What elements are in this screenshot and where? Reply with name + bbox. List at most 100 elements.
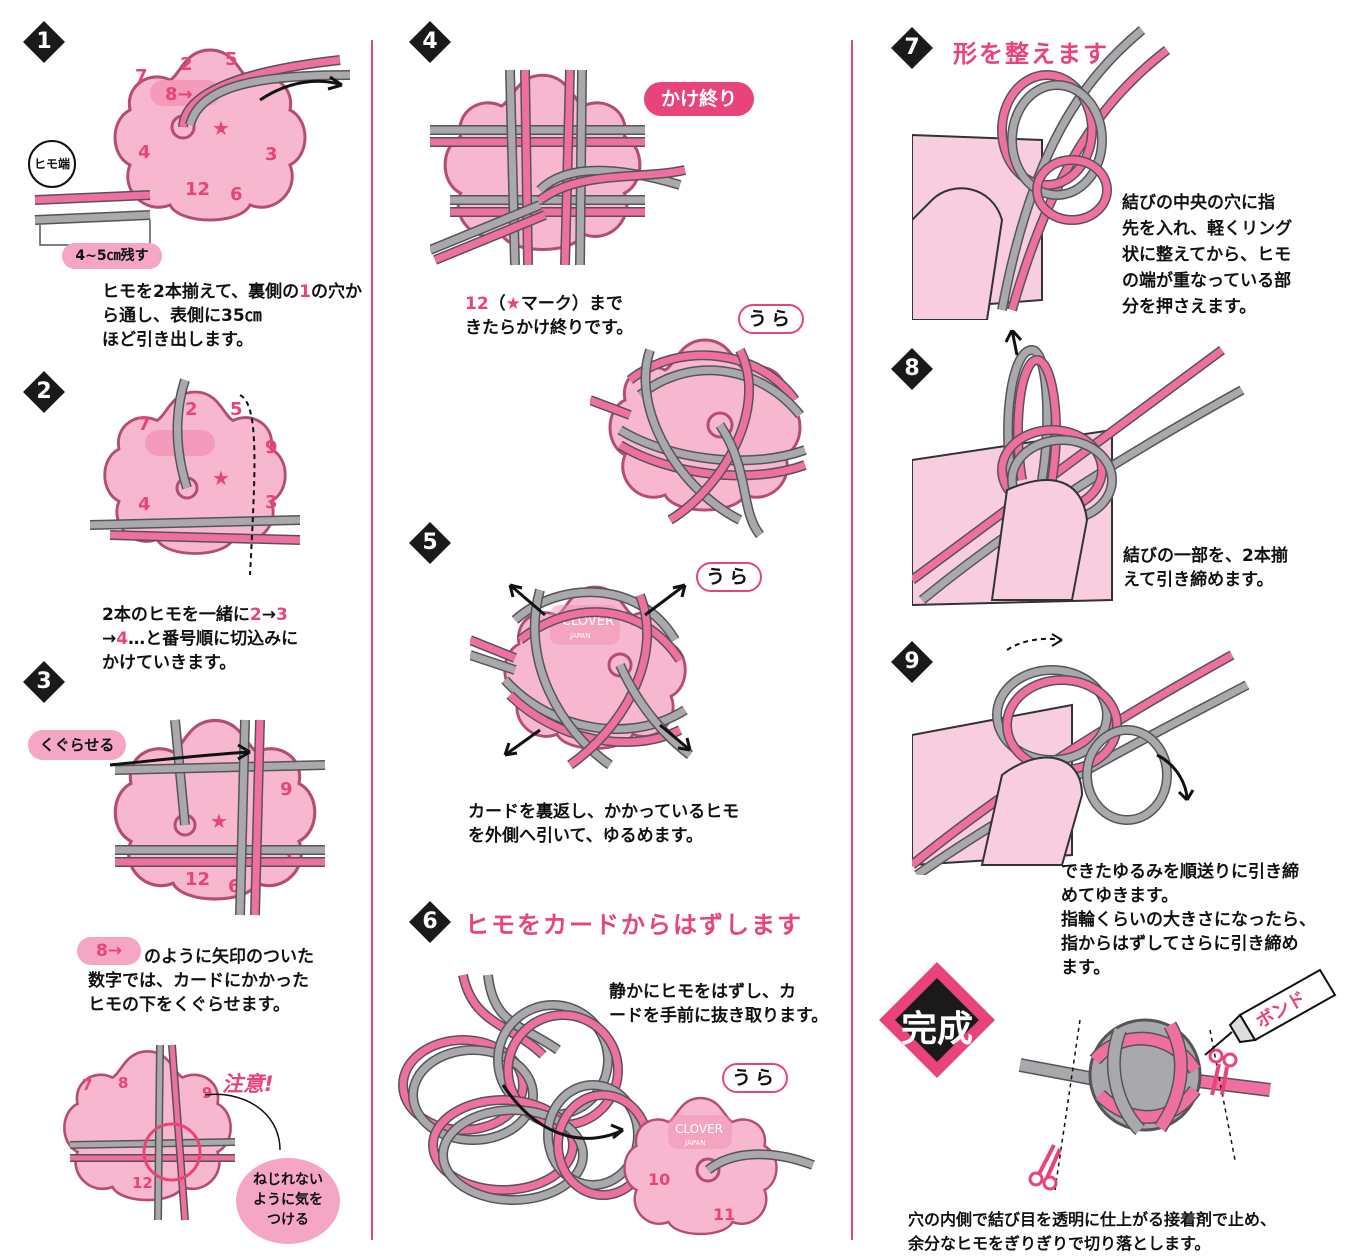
svg-text:8→: 8→: [165, 84, 193, 105]
step-7-illustration: [912, 26, 1171, 320]
step-8-badge: 8: [890, 347, 934, 391]
step-8-text: 結びの一部を、2本揃 えて引き締めます。: [1123, 546, 1288, 590]
step-4-text: 12（★マーク）まで きたらかけ終りです。: [465, 292, 685, 340]
step-2-illustration: 7 2 5 9 3 4 ★: [90, 378, 300, 576]
svg-text:5: 5: [230, 399, 243, 420]
step-7-text: 結びの中央の穴に指 先を入れ、軽くリング 状に整えてから、ヒモ の端が重なってい…: [1122, 193, 1293, 317]
svg-text:7: 7: [135, 66, 148, 87]
back-side-label-2: うら: [696, 562, 763, 592]
svg-text:7: 7: [82, 1076, 92, 1094]
svg-text:9: 9: [202, 1084, 212, 1102]
japan-text-1: JAPAN: [569, 632, 591, 640]
svg-text:9: 9: [280, 779, 293, 800]
back-side-label-3: うら: [722, 1063, 789, 1093]
svg-text:5: 5: [225, 49, 238, 70]
step-2-text: 2本のヒモを一緒に2→3→4…と番号順に切込みに かけていきます。: [102, 603, 362, 675]
step-5-illustration: CLOVER JAPAN: [470, 583, 694, 770]
step-8-illustration: [912, 330, 1245, 607]
completion-label: 完成: [900, 1009, 973, 1050]
column-divider-right: [851, 40, 853, 1240]
glue-tube-icon: ボンド: [1204, 968, 1337, 1056]
step-1-text-b: の穴から通し、表側に35㎝ ほど引き出します。: [102, 282, 362, 350]
step-3-illustration: 9 3 ★ 12 6: [109, 718, 326, 916]
svg-text:★: ★: [212, 466, 230, 490]
step-4-text-b: マーク）まで きたらかけ終りです。: [465, 294, 634, 338]
step-7-heading: 形を整えます: [953, 40, 1109, 68]
step-5-number: 5: [422, 530, 438, 555]
column-divider-left: [371, 40, 373, 1240]
step-3-badge: 3: [22, 660, 66, 704]
back-side-label-1: うら: [738, 304, 805, 334]
scissors-icon-left: [1028, 1144, 1062, 1191]
step-5-text: カードを裏返し、かかっているヒモ を外側へ引いて、ゆるめます。: [468, 802, 740, 846]
step-2-text-c: …と番号順に切込みに かけていきます。: [102, 629, 299, 673]
step-2-text-a: 2本のヒモを一緒に: [102, 605, 250, 625]
step-1-illustration: 8→ 2 5 7 3 4 6 12 ★: [34, 48, 351, 246]
no-twist-bubble: ねじれない ように気を つける: [236, 1158, 340, 1244]
step-9-illustration: [912, 633, 1250, 875]
svg-text:3: 3: [265, 492, 278, 513]
step-2-num-3: 3: [275, 605, 288, 625]
step-1-badge: 1: [22, 20, 66, 64]
step-4-paren: （: [488, 294, 506, 314]
step-4-illustration: [430, 69, 687, 266]
arrow-number-example: 8→: [77, 937, 141, 965]
step-2-badge: 2: [22, 370, 66, 414]
pass-under-label: くぐらせる: [28, 730, 126, 760]
caution-pointer: [204, 1093, 281, 1151]
step-4-number-12: 12: [465, 294, 489, 314]
step-6-heading: ヒモをカードからはずします: [465, 911, 803, 939]
svg-text:6: 6: [230, 184, 243, 205]
step-1-number: 1: [36, 29, 52, 54]
step-7-badge: 7: [890, 26, 934, 70]
step-4-star: ★: [505, 294, 521, 314]
step-1-text: ヒモを2本揃えて、裏側の1の穴から通し、表側に35㎝ ほど引き出します。: [102, 280, 362, 352]
japan-text-2: JAPAN: [684, 1139, 706, 1147]
step-2-num-4: 4: [116, 629, 129, 649]
svg-text:4: 4: [138, 142, 151, 163]
step-1-hole-number: 1: [299, 282, 311, 302]
step-6-text: 静かにヒモをはずし、カ ードを手前に抜き取ります。: [609, 982, 829, 1026]
step-2-num-2: 2: [249, 605, 262, 625]
completion-badge: [879, 962, 995, 1078]
svg-text:12: 12: [185, 179, 210, 200]
step-2-arrow-b: →: [102, 629, 117, 649]
svg-text:7: 7: [138, 414, 151, 435]
step-6-number: 6: [422, 909, 438, 934]
step-6-badge: 6: [408, 900, 452, 944]
step-4-number: 4: [422, 29, 438, 54]
step-1-text-a: ヒモを2本揃えて、裏側の: [102, 282, 300, 302]
step-5-badge: 5: [408, 521, 452, 565]
svg-text:2: 2: [180, 54, 193, 75]
svg-text:8: 8: [118, 1074, 128, 1092]
svg-text:★: ★: [212, 116, 230, 140]
step-9-number: 9: [904, 649, 920, 674]
caution-label: 注意!: [222, 1072, 274, 1096]
finished-winding-label: かけ終り: [644, 82, 754, 116]
cord-end-label: ヒモ端: [28, 140, 76, 188]
step-4-back-illustration: [590, 338, 807, 539]
step-3-number: 3: [36, 669, 52, 694]
step-6-illustration: CLOVER JAPAN 10 11: [398, 973, 815, 1236]
svg-text:2: 2: [185, 399, 198, 420]
step-3-text: のように矢印のついた 数字では、カードにかかった ヒモの下をくぐらせます。: [88, 947, 314, 1015]
svg-text:9: 9: [265, 437, 278, 458]
caution-illustration: 7 8 9 12: [63, 1044, 236, 1221]
step-2-number: 2: [36, 379, 52, 404]
svg-text:★: ★: [210, 809, 228, 833]
final-text: 穴の内側で結び目を透明に仕上がる接着剤で止め、 余分なヒモをぎりぎりで切り落とし…: [908, 1210, 1277, 1253]
svg-text:4: 4: [138, 494, 151, 515]
leave-length-label: 4~5㎝残す: [62, 243, 162, 269]
svg-text:12: 12: [132, 1174, 153, 1192]
step-9-text: できたゆるみを順送りに引き締 めてゆきます。 指輪くらいの大きさになったら、 指…: [1061, 862, 1316, 978]
step-8-number: 8: [904, 356, 920, 381]
step-7-number: 7: [904, 35, 920, 60]
svg-text:10: 10: [648, 1170, 670, 1189]
svg-text:3: 3: [265, 144, 278, 165]
step-2-arrow: →: [261, 605, 276, 625]
scissors-icon-right: [1208, 1048, 1238, 1096]
completion-illustration: ボンド: [1018, 968, 1337, 1191]
svg-text:12: 12: [185, 869, 210, 890]
svg-text:11: 11: [713, 1205, 735, 1224]
step-4-badge: 4: [408, 20, 452, 64]
